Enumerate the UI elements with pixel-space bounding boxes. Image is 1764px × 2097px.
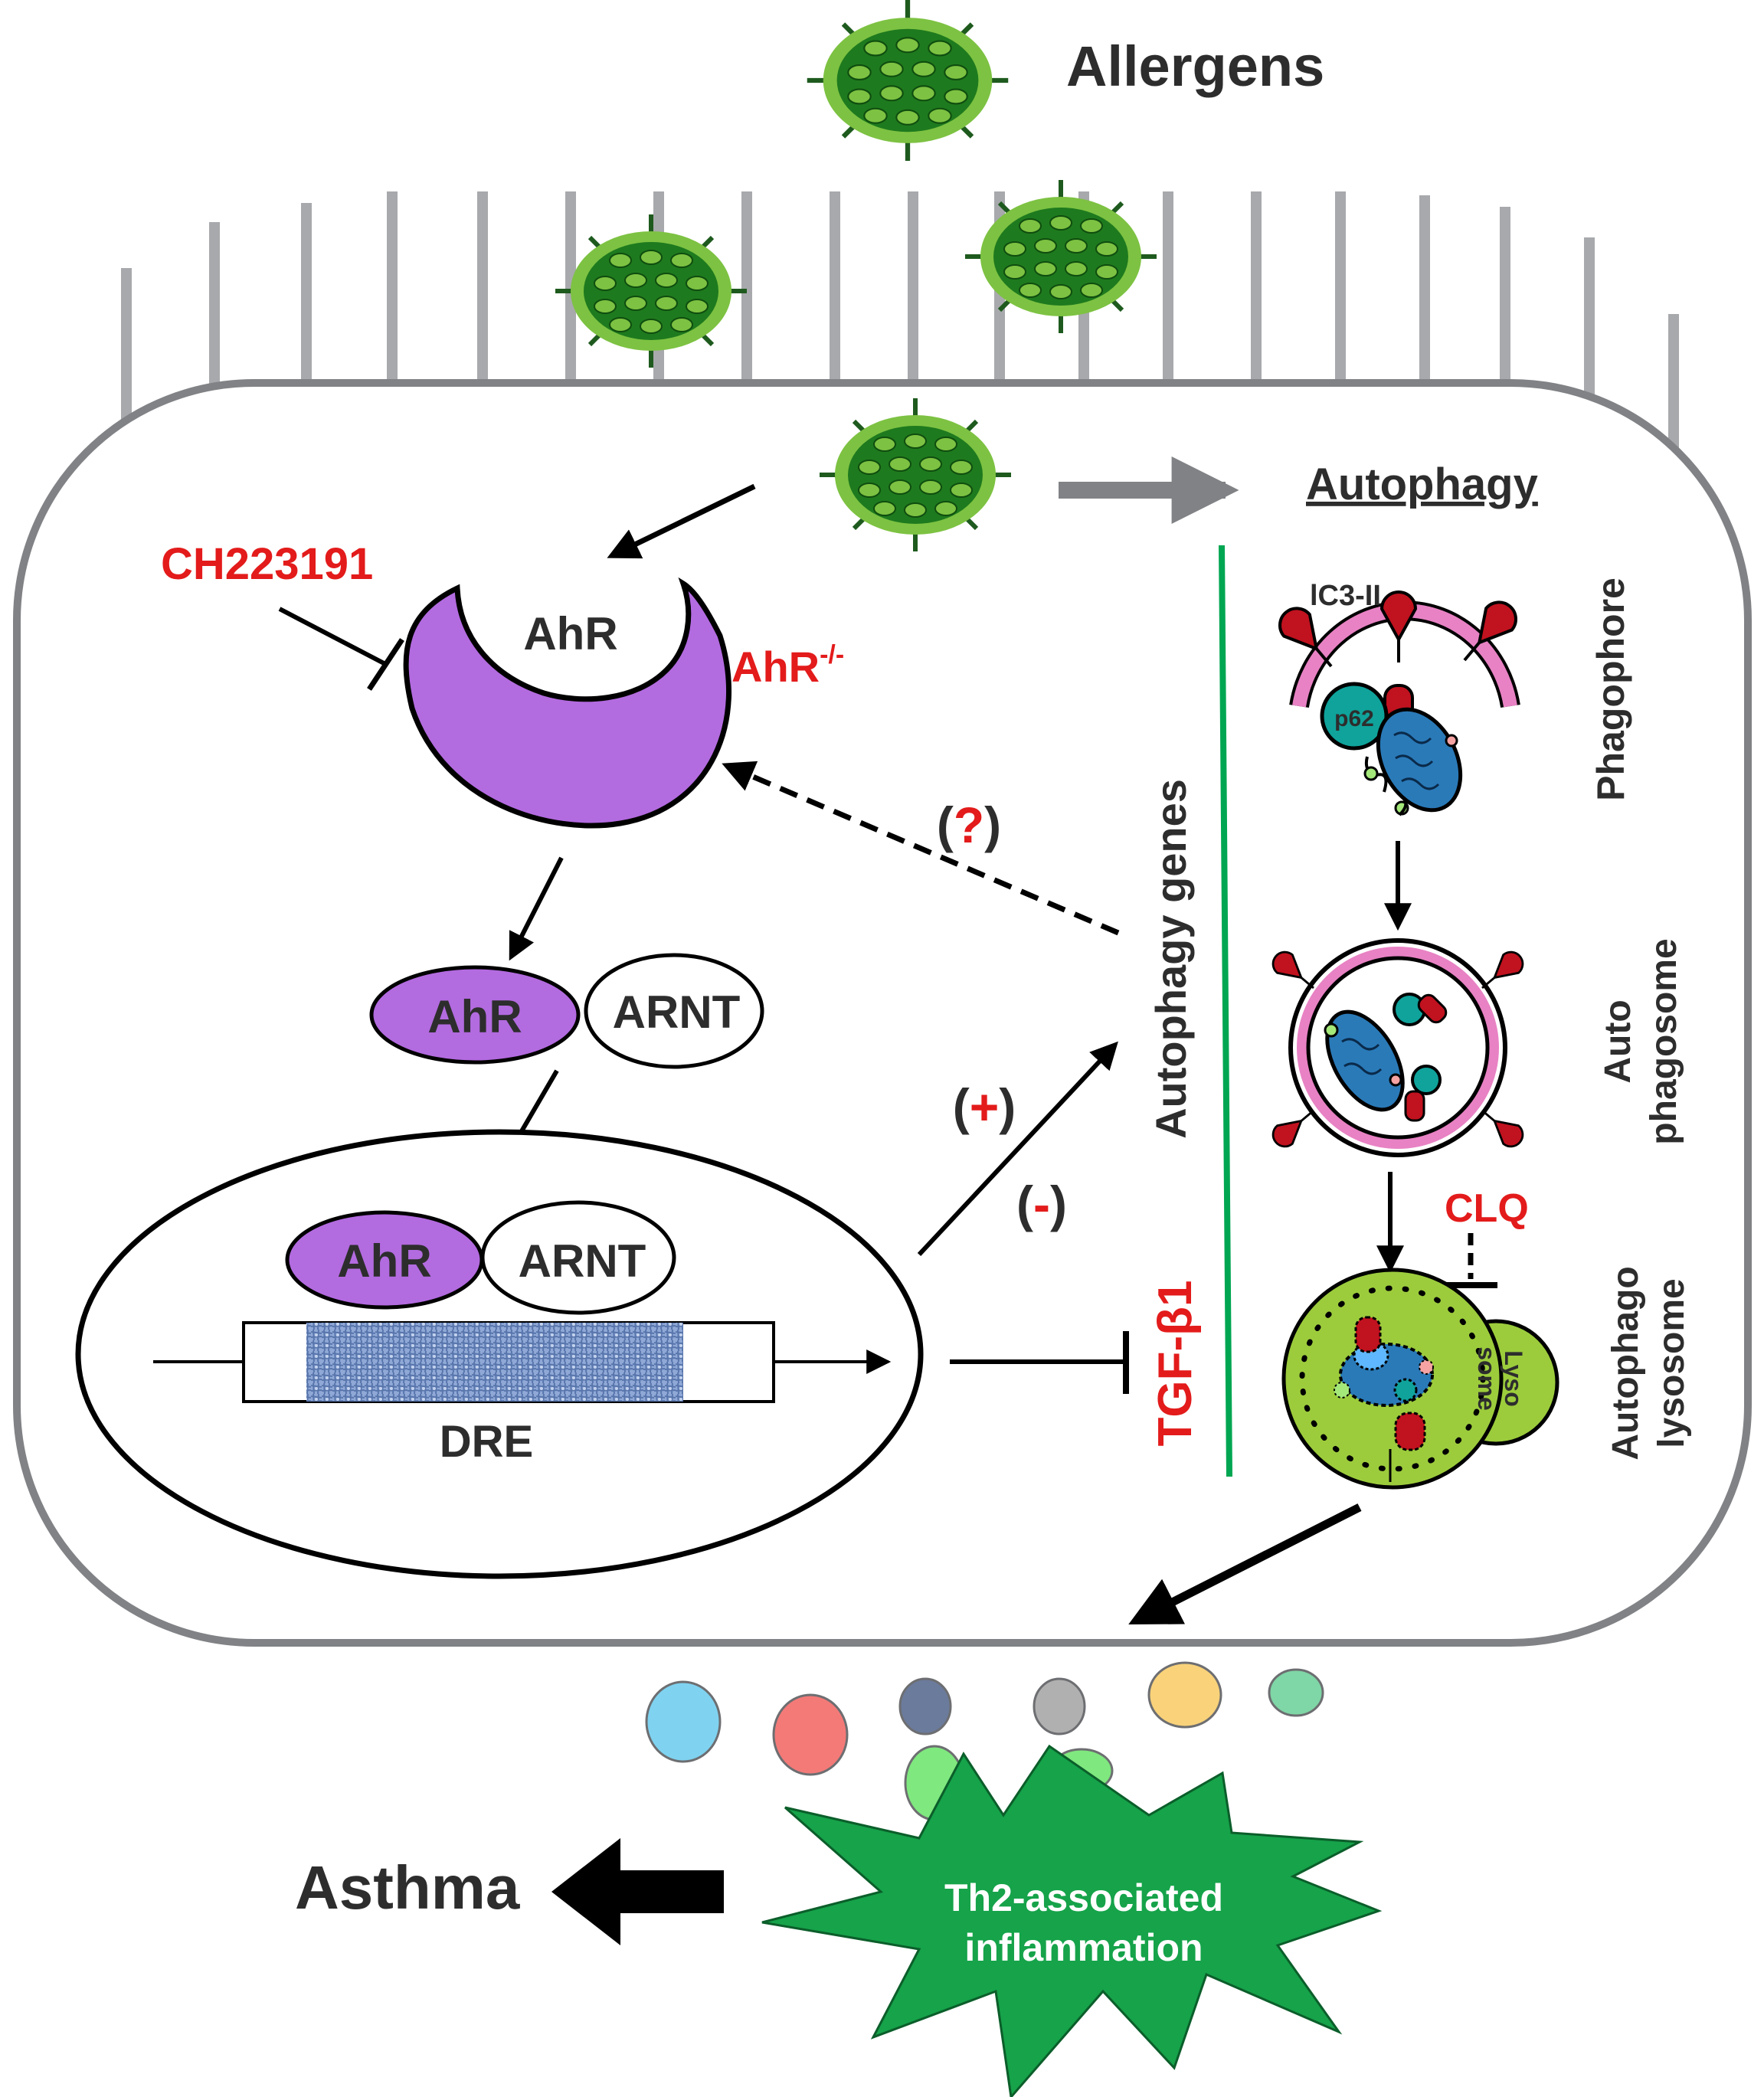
- th2-label-1: Th2-associated: [944, 1876, 1223, 1919]
- autophagosome-label-1: Auto: [1598, 999, 1638, 1083]
- autophagy-to-release-arrow: [1128, 1503, 1362, 1624]
- allergen-right: [965, 180, 1157, 333]
- minus-label: (-): [1016, 1176, 1067, 1232]
- asthma-label: Asthma: [295, 1853, 520, 1922]
- autophagosome: [1267, 938, 1529, 1157]
- ch223191-label: CH223191: [161, 539, 373, 589]
- plus-label: (+): [953, 1078, 1016, 1135]
- ch223191-inhibit-bar: [367, 638, 404, 691]
- autophagolysosome-label-2: lysosome: [1651, 1278, 1692, 1448]
- phagophore: [1271, 590, 1524, 816]
- ahr-cytoplasm-label: AhR: [427, 991, 522, 1042]
- ahr-receptor-label: AhR: [523, 608, 617, 659]
- p62-label: p62: [1334, 706, 1374, 731]
- ahr-nuclear-label: AhR: [337, 1235, 431, 1287]
- th2-label-2: inflammation: [964, 1926, 1203, 1969]
- cytokine-slate: [898, 1677, 952, 1736]
- dre-label: DRE: [440, 1417, 533, 1467]
- autophagolysosome-label-1: Autophago: [1605, 1266, 1646, 1460]
- ahr-nuclear: [285, 1210, 484, 1310]
- autophagy-heading: Autophagy: [1306, 460, 1538, 509]
- autophagy-genes-label: Autophagy genes: [1147, 779, 1195, 1139]
- ahr-to-complex-arrow: [509, 856, 564, 961]
- ahr-receptor: [403, 577, 732, 829]
- clq-label: CLQ: [1445, 1186, 1529, 1231]
- dre-element: [306, 1323, 683, 1402]
- cytokine-blue: [645, 1680, 722, 1763]
- lc3-ii-label: lC3-II: [1310, 580, 1381, 612]
- asthma-arrow: [551, 1838, 724, 1945]
- cytokine-gray: [1033, 1677, 1086, 1736]
- arnt-cytoplasm: [584, 953, 764, 1069]
- autophagosome-label-2: phagosome: [1644, 938, 1684, 1144]
- arnt-nuclear-label: ARNT: [519, 1235, 646, 1287]
- cytokine-mint: [1268, 1668, 1324, 1717]
- phagophore-label: Phagophore: [1589, 577, 1632, 801]
- allergen-top: [807, 0, 1009, 161]
- ahr-knockout-label: AhR-/-: [731, 640, 844, 691]
- allergen-left: [555, 214, 747, 368]
- question-label: (?): [937, 797, 1001, 853]
- autophagolysosome: [1281, 1268, 1559, 1490]
- cytokine-yellow: [1147, 1661, 1222, 1729]
- th2-inflammation-star: [761, 1744, 1383, 2097]
- green-divider: [1219, 545, 1232, 1477]
- tgf-b1-label: TGF-β1: [1149, 1281, 1202, 1447]
- allergens-label: Allergens: [1066, 34, 1324, 98]
- nucleus-to-autophagy-genes-arrow: [917, 1041, 1118, 1257]
- cytokine-red: [772, 1693, 849, 1776]
- arnt-cytoplasm-label: ARNT: [613, 986, 741, 1038]
- allergen-to-ahr-arrow: [607, 483, 756, 559]
- ahr-cytoplasm: [369, 965, 581, 1065]
- autophagy-genes-to-ahr-dashed-arrow: [722, 761, 1120, 936]
- lysosome-label-2: some: [1473, 1346, 1501, 1411]
- lysosome-label-1: Lyso: [1500, 1350, 1527, 1407]
- ch223191-inhibit-line: [278, 607, 388, 667]
